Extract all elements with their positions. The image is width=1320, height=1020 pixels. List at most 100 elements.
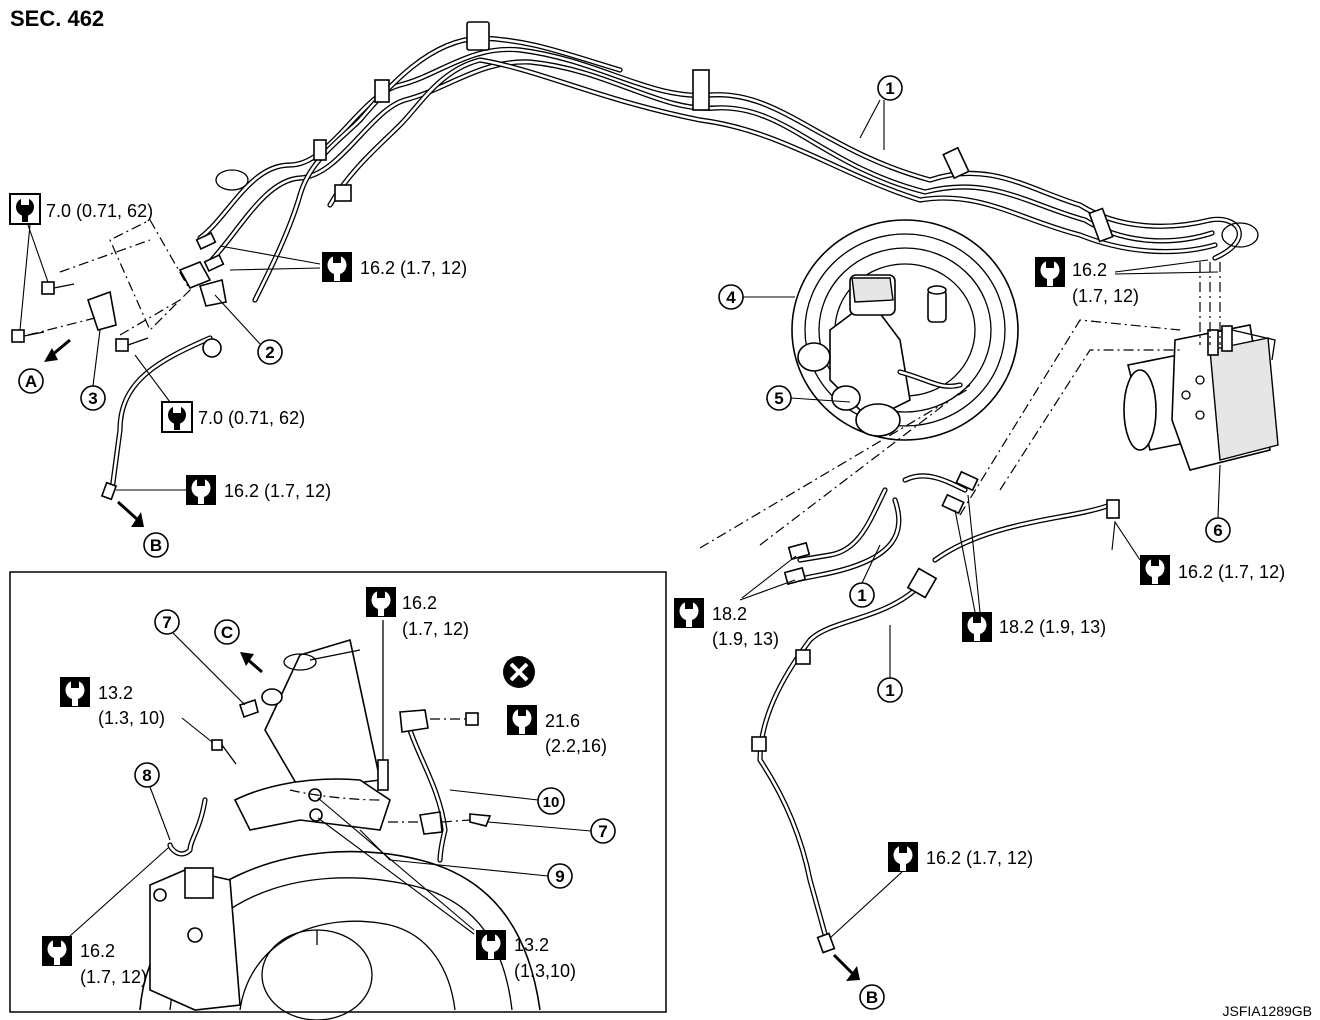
callout-9: 9 [359, 829, 573, 889]
bolt-icon [115, 337, 149, 352]
torque-wrench-icon [186, 475, 216, 505]
direction-arrow-icon [44, 338, 71, 362]
svg-text:(1.3,10): (1.3,10) [514, 961, 576, 981]
callout-7-right: 7 [487, 818, 616, 844]
svg-text:13.2: 13.2 [514, 935, 549, 955]
svg-text:6: 6 [1213, 521, 1222, 540]
svg-text:16.2 (1.7, 12): 16.2 (1.7, 12) [1178, 562, 1285, 582]
svg-text:C: C [221, 623, 233, 642]
svg-text:(1.3, 10): (1.3, 10) [98, 708, 165, 728]
callout-10: 10 [449, 787, 565, 815]
torque-spec-13-2-inset-left: 13.2 (1.3, 10) [60, 677, 213, 743]
do-not-reuse-icon [503, 656, 535, 688]
torque-spec-18-2-left: 18.2 (1.9, 13) [674, 555, 797, 649]
svg-text:7.0 (0.71, 62): 7.0 (0.71, 62) [198, 408, 305, 428]
svg-text:1: 1 [857, 586, 866, 605]
svg-text:B: B [150, 536, 162, 555]
torque-wrench-icon [888, 842, 918, 872]
svg-text:A: A [25, 372, 37, 391]
torque-wrench-icon [60, 677, 90, 707]
svg-text:8: 8 [142, 766, 151, 785]
svg-text:(1.7, 12): (1.7, 12) [1072, 286, 1139, 306]
callout-4: 4 [718, 284, 795, 310]
svg-text:(1.7, 12): (1.7, 12) [80, 967, 147, 987]
section-title: SEC. 462 [10, 6, 104, 31]
svg-text:18.2 (1.9, 13): 18.2 (1.9, 13) [999, 617, 1106, 637]
svg-text:16.2: 16.2 [1072, 260, 1107, 280]
torque-wrench-icon [962, 612, 992, 642]
torque-wrench-icon [1035, 257, 1065, 287]
callout-1-top: 1 [859, 75, 903, 150]
abs-actuator-unit [1123, 262, 1279, 471]
svg-text:(2.2,16): (2.2,16) [545, 736, 607, 756]
torque-spec-16-2-left-tube: 16.2 (1.7, 12) [116, 475, 331, 505]
torque-wrench-icon [476, 930, 506, 960]
bracket-assembly [11, 219, 227, 352]
svg-text:13.2: 13.2 [98, 683, 133, 703]
torque-wrench-icon [9, 193, 41, 225]
front-brake-tubes [699, 319, 1181, 954]
direction-arrow-icon [240, 652, 263, 674]
callout-6: 6 [1205, 464, 1231, 543]
torque-wrench-icon [42, 936, 72, 966]
svg-text:3: 3 [88, 389, 97, 408]
svg-text:4: 4 [726, 288, 736, 307]
torque-spec-16-2-abs-top: 16.2 (1.7, 12) [1035, 257, 1219, 306]
front-knuckle-caliper-detail [139, 620, 541, 1020]
reference-a: A [18, 368, 44, 394]
callout-1-middle: 1 [849, 544, 881, 608]
reference-b-left: B [143, 532, 169, 558]
svg-text:1: 1 [885, 681, 894, 700]
torque-wrench-icon [322, 252, 352, 282]
torque-spec-7-0-bottom: 7.0 (0.71, 62) [134, 354, 305, 433]
svg-text:16.2: 16.2 [402, 593, 437, 613]
svg-text:16.2 (1.7, 12): 16.2 (1.7, 12) [926, 848, 1033, 868]
svg-text:10: 10 [543, 794, 560, 811]
figure-code: JSFIA1289GB [1223, 1003, 1313, 1019]
bolt-icon [11, 329, 45, 343]
torque-wrench-icon [507, 705, 537, 735]
svg-text:1: 1 [885, 79, 894, 98]
reference-c: C [214, 619, 240, 645]
svg-text:7: 7 [598, 822, 607, 841]
svg-text:5: 5 [774, 389, 783, 408]
callout-1-lower: 1 [877, 625, 903, 703]
callout-2: 2 [214, 294, 283, 365]
torque-spec-16-2-inset-bottom: 16.2 (1.7, 12) [42, 847, 169, 987]
torque-wrench-icon [161, 401, 193, 433]
direction-arrow-icon [116, 500, 144, 527]
bolt-icon [41, 281, 75, 295]
torque-spec-16-2-inset-top: 16.2 (1.7, 12) [366, 587, 469, 639]
torque-spec-18-2-right: 18.2 (1.9, 13) [954, 494, 1106, 642]
torque-spec-13-2-inset-bottom: 13.2 (1.3,10) [317, 797, 576, 981]
svg-text:16.2: 16.2 [80, 941, 115, 961]
svg-text:9: 9 [555, 867, 564, 886]
detail-inset-frame [9, 571, 667, 1013]
torque-spec-16-2-right-tube: 16.2 (1.7, 12) [829, 842, 1033, 939]
svg-text:18.2: 18.2 [712, 604, 747, 624]
brake-tube-harness [197, 21, 1259, 303]
torque-wrench-icon [674, 598, 704, 628]
left-brake-tube [100, 335, 222, 501]
brake-booster [791, 219, 1019, 441]
reference-b-right: B [859, 984, 885, 1010]
svg-text:(1.7, 12): (1.7, 12) [402, 619, 469, 639]
callout-5: 5 [766, 385, 851, 411]
torque-spec-16-2-abs-right: 16.2 (1.7, 12) [1111, 520, 1285, 585]
svg-text:16.2 (1.7, 12): 16.2 (1.7, 12) [224, 481, 331, 501]
master-cylinder [797, 274, 963, 437]
svg-text:B: B [866, 988, 878, 1007]
callout-7-top: 7 [154, 609, 246, 706]
svg-text:2: 2 [265, 343, 274, 362]
torque-spec-16-2-left-bracket: 16.2 (1.7, 12) [219, 245, 467, 282]
svg-text:7: 7 [162, 613, 171, 632]
callout-3: 3 [80, 329, 106, 411]
callout-8: 8 [134, 762, 171, 841]
torque-wrench-icon [366, 587, 396, 617]
torque-spec-7-0-top: 7.0 (0.71, 62) [9, 193, 153, 331]
direction-arrow-icon [832, 953, 860, 981]
svg-text:7.0 (0.71, 62): 7.0 (0.71, 62) [46, 201, 153, 221]
svg-text:21.6: 21.6 [545, 711, 580, 731]
svg-text:(1.9, 13): (1.9, 13) [712, 629, 779, 649]
